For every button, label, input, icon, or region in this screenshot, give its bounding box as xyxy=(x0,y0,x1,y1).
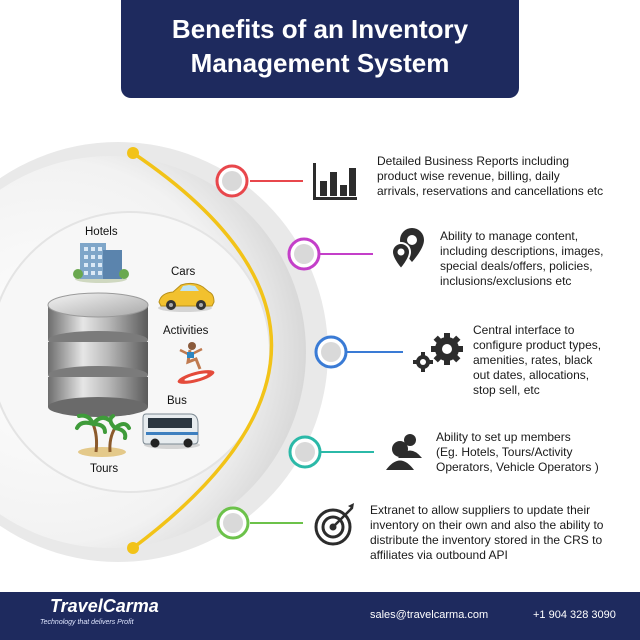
title-banner: Benefits of an Inventory Management Syst… xyxy=(121,0,519,98)
arc-node-3 xyxy=(314,335,348,369)
benefit-interface-line: configure product types, xyxy=(473,338,602,352)
benefit-members-line: (Eg. Hotels, Tours/Activity xyxy=(436,445,573,459)
category-bus-label: Bus xyxy=(167,395,187,407)
footer-email-link[interactable]: sales@travelcarma.com xyxy=(370,609,489,621)
connector-lines xyxy=(250,180,403,524)
bar-chart-icon xyxy=(313,163,357,200)
title-line-2: Management System xyxy=(190,48,450,78)
benefit-content-line: inclusions/exclusions etc xyxy=(440,274,572,288)
arc-node-1 xyxy=(215,164,249,198)
arc-end-dot xyxy=(127,542,139,554)
title-line-1: Benefits of an Inventory xyxy=(171,14,469,44)
activities-icon xyxy=(177,342,215,384)
bus-icon xyxy=(142,413,200,449)
benefit-extranet-line: distribute the inventory stored in the C… xyxy=(370,533,603,547)
brand-tagline: Technology that delivers Profit xyxy=(40,619,134,626)
tours-icon xyxy=(75,413,131,457)
arc-node-2 xyxy=(287,237,321,271)
benefit-extranet-line: inventory on their own and also the abil… xyxy=(370,518,604,532)
category-tours-label: Tours xyxy=(90,463,119,475)
target-icon xyxy=(314,503,354,546)
category-hotels-label: Hotels xyxy=(85,226,118,238)
location-pins-icon xyxy=(390,228,424,271)
benefit-interface-line: out dates, allocations, xyxy=(473,368,590,382)
arc-node-5 xyxy=(216,506,250,540)
gears-icon xyxy=(413,333,463,372)
benefit-reports-line: arrivals, reservations and cancellations… xyxy=(377,184,604,198)
database-icon xyxy=(47,292,149,417)
benefit-reports-text: Detailed Business Reports including prod… xyxy=(377,154,603,199)
benefit-extranet-line: Extranet to allow suppliers to update th… xyxy=(370,503,591,517)
benefit-extranet-line: affiliates via outbound API xyxy=(370,548,508,562)
hotel-icon xyxy=(73,243,129,283)
timeline-arc xyxy=(131,151,274,550)
members-icon xyxy=(386,434,422,470)
benefit-reports-line: product wise revenue, billing, daily xyxy=(377,169,560,183)
arc-node-4 xyxy=(288,435,322,469)
benefit-extranet-text: Extranet to allow suppliers to update th… xyxy=(370,503,603,563)
benefit-content-line: special deals/offers, policies, xyxy=(440,259,593,273)
benefit-members-line: Ability to set up members xyxy=(436,430,571,444)
benefit-members-text: Ability to set up members (Eg. Hotels, T… xyxy=(436,430,599,475)
benefit-interface-text: Central interface to configure product t… xyxy=(473,323,601,398)
benefit-content-line: Ability to manage content, xyxy=(440,229,579,243)
benefit-content-text: Ability to manage content, including des… xyxy=(440,229,603,289)
footer-bar: TravelCarma Technology that delivers Pro… xyxy=(0,592,640,640)
benefit-interface-line: stop sell, etc xyxy=(473,383,540,397)
category-cars-label: Cars xyxy=(171,266,196,278)
brand-name: TravelCarma xyxy=(50,596,159,616)
car-icon xyxy=(158,282,215,312)
benefit-members-line: Operators, Vehicle Operators ) xyxy=(436,460,599,474)
footer-phone-number[interactable]: +1 904 328 3090 xyxy=(533,609,616,621)
benefit-reports-line: Detailed Business Reports including xyxy=(377,154,570,168)
benefit-content-line: including descriptions, images, xyxy=(440,244,604,258)
category-activities-label: Activities xyxy=(163,325,209,337)
benefit-interface-line: amenities, rates, black xyxy=(473,353,593,367)
arc-start-dot xyxy=(127,147,139,159)
benefit-interface-line: Central interface to xyxy=(473,323,575,337)
